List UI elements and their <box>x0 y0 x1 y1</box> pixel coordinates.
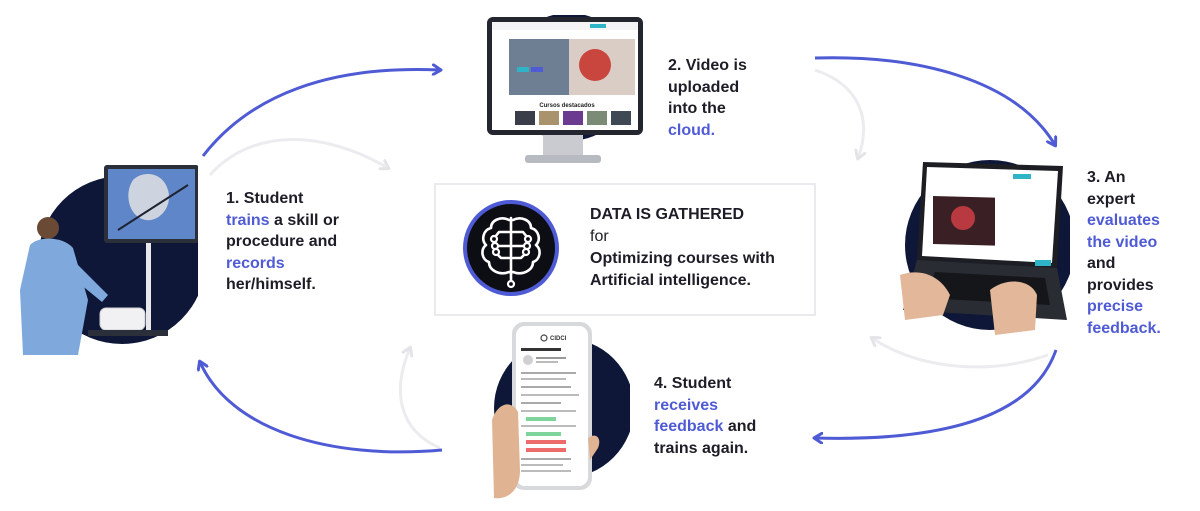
arrow-4-to-1 <box>200 362 443 454</box>
laptop-expert-illustration <box>895 160 1075 340</box>
faint-arrow-1 <box>208 138 388 176</box>
faint-arrow-4 <box>398 348 441 450</box>
arrow-1-to-2 <box>201 69 440 157</box>
phone-brand: CIDCI <box>550 336 567 342</box>
step-3-text: 3. An expert evaluates the video and pro… <box>1087 169 1161 337</box>
data-gathered-text: DATA IS GATHERED for Optimizing courses … <box>590 206 775 289</box>
step-1-text: 1. Student trains a skill or procedure a… <box>226 190 339 293</box>
monitor-heading: Cursos destacados <box>539 103 595 109</box>
ai-brain-circuit-icon <box>461 198 561 298</box>
step-4-text: 4. Student receives feedback and trains … <box>654 375 757 457</box>
arrow-3-to-4 <box>815 349 1058 438</box>
faint-arrow-2 <box>814 68 864 158</box>
arrow-2-to-3 <box>814 56 1055 145</box>
data-gathered-heading: DATA IS GATHERED <box>590 206 745 223</box>
faint-arrow-3 <box>872 338 1049 369</box>
student-simulator-illustration <box>18 160 206 355</box>
desktop-monitor-illustration: Cursos destacados <box>485 13 645 170</box>
phone-feedback-illustration: CIDCI <box>490 320 634 500</box>
step-2-text: 2. Video is uploaded into the cloud. <box>668 57 747 139</box>
